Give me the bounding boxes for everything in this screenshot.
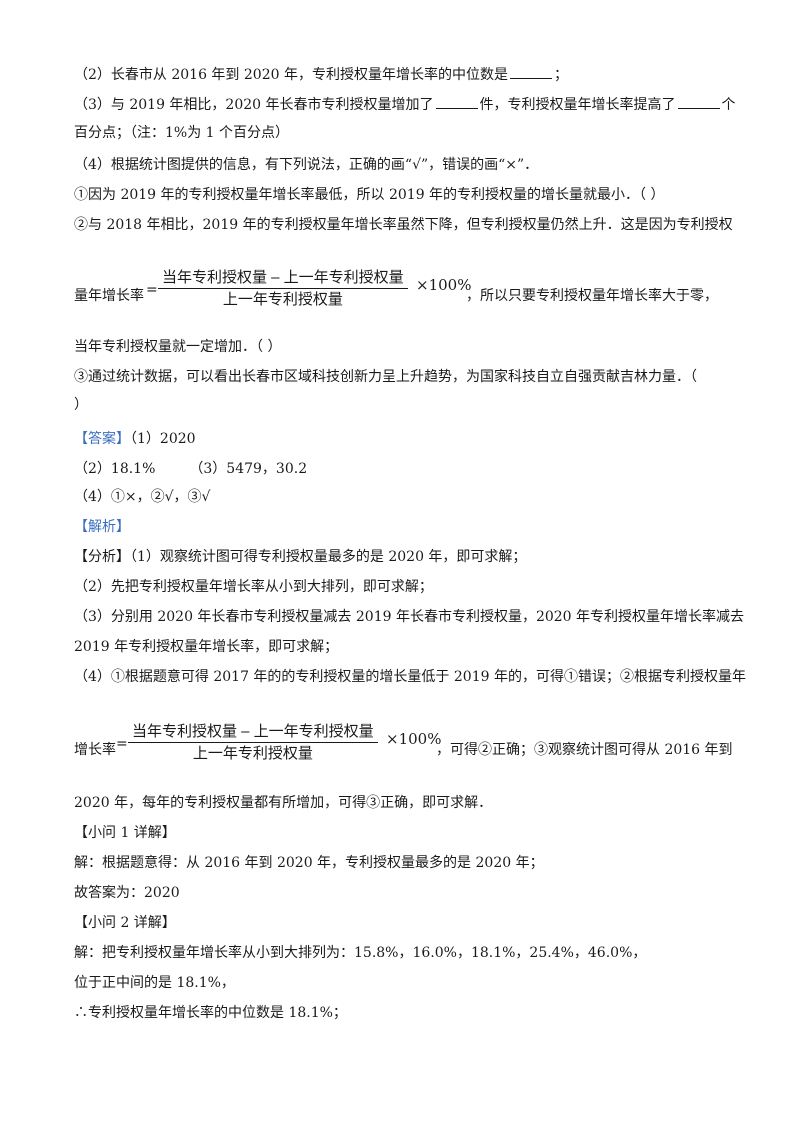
formula-tail: ，所以只要专利授权量年增长率大于零， bbox=[466, 288, 718, 304]
formula-equals: = bbox=[116, 736, 128, 752]
sub-1-line-1: 解：根据题意得：从 2016 年到 2020 年，专利授权量最多的是 2020 … bbox=[74, 855, 544, 871]
answer-2: （2）18.1% bbox=[74, 461, 156, 477]
formula-tail: ，可得②正确；③观察统计图可得从 2016 年到 bbox=[436, 742, 733, 758]
sub-2-line-1: 解：把专利授权量年增长率从小到大排列为：15.8%，16.0%，18.1%，25… bbox=[74, 945, 647, 961]
statement-1: ①因为 2019 年的专利授权量年增长率最低，所以 2019 年的专利授权量的增… bbox=[74, 187, 665, 203]
sub-2-tag: 【小问 2 详解】 bbox=[74, 915, 176, 931]
analysis-end: 2020 年，每年的专利授权量都有所增加，可得③正确，即可求解． bbox=[74, 795, 493, 811]
q3-end: 个 bbox=[721, 97, 736, 113]
formula-numerator: 当年专利授权量 – 上一年专利授权量 bbox=[158, 268, 408, 289]
answer-blank bbox=[509, 64, 552, 79]
formula-denominator: 上一年专利授权量 bbox=[192, 745, 313, 762]
formula-denominator: 上一年专利授权量 bbox=[222, 291, 343, 308]
sub-1-tag: 【小问 1 详解】 bbox=[74, 825, 176, 841]
answer-3: （3）5479，30.2 bbox=[189, 461, 308, 477]
answer-blank bbox=[677, 94, 720, 109]
formula-fraction: 当年专利授权量 – 上一年专利授权量 上一年专利授权量 bbox=[158, 268, 408, 311]
answer-tag: 【答案】 bbox=[74, 431, 130, 447]
q3-mid: 件，专利授权量年增长率提高了 bbox=[479, 97, 676, 113]
formula-times-100: ×100% bbox=[416, 276, 472, 294]
analysis-line-2: （2）先把专利授权量年增长率从小到大排列，即可求解； bbox=[74, 579, 433, 595]
answer-section: 【答案】（1）2020 bbox=[74, 430, 196, 448]
analysis-line-1: 【分析】（1）观察统计图可得专利授权量最多的是 2020 年，即可求解； bbox=[74, 549, 527, 565]
q2-suffix: ； bbox=[553, 67, 568, 83]
question-4-intro: （4）根据统计图提供的信息，有下列说法，正确的画“√”，错误的画“×”． bbox=[74, 157, 539, 173]
q2-prefix: （2）长春市从 2016 年到 2020 年，专利授权量年增长率的中位数是 bbox=[74, 67, 508, 83]
analysis-line-3: （3）分别用 2020 年长春市专利授权量减去 2019 年长春市专利授权量，2… bbox=[74, 609, 745, 625]
answer-1: （1）2020 bbox=[130, 431, 196, 447]
sub-2-line-3: ∴专利授权量年增长率的中位数是 18.1%； bbox=[74, 1005, 347, 1021]
formula-numerator: 当年专利授权量 – 上一年专利授权量 bbox=[128, 722, 378, 743]
formula-fraction: 当年专利授权量 – 上一年专利授权量 上一年专利授权量 bbox=[128, 722, 378, 765]
answer-2-3-row: （2）18.1% （3）5479，30.2 bbox=[74, 460, 307, 478]
sub-2-line-2: 位于正中间的是 18.1%， bbox=[74, 975, 235, 991]
answer-blank bbox=[435, 94, 478, 109]
statement-2-line1: ②与 2018 年相比，2019 年的专利授权量年增长率虽然下降，但专利授权量仍… bbox=[74, 217, 733, 233]
statement-2-line3: 当年专利授权量就一定增加．（ ） bbox=[74, 339, 282, 355]
formula-lhs: 量年增长率 bbox=[74, 288, 144, 304]
question-3-note: 百分点；（注：1%为 1 个百分点） bbox=[74, 125, 290, 141]
analysis-line-4: 2019 年专利授权量年增长率，即可求解； bbox=[74, 639, 339, 655]
statement-3-line1: ③通过统计数据，可以看出长春市区域科技创新力呈上升趋势，为国家科技自立自强贡献吉… bbox=[74, 369, 697, 385]
formula-lhs: 增长率 bbox=[74, 742, 116, 758]
analysis-tag: 【解析】 bbox=[74, 519, 130, 535]
analysis-line-5: （4）①根据题意可得 2017 年的的专利授权量的增长量低于 2019 年的，可… bbox=[74, 669, 746, 685]
statement-3-line2: ） bbox=[74, 397, 88, 413]
formula-times-100: ×100% bbox=[386, 730, 442, 748]
sub-1-line-2: 故答案为：2020 bbox=[74, 885, 180, 901]
q3-prefix: （3）与 2019 年相比，2020 年长春市专利授权量增加了 bbox=[74, 97, 434, 113]
question-3: （3）与 2019 年相比，2020 年长春市专利授权量增加了 件，专利授权量年增… bbox=[74, 94, 736, 114]
question-2: （2）长春市从 2016 年到 2020 年，专利授权量年增长率的中位数是 ； bbox=[74, 64, 568, 84]
answer-4: （4）①×，②√，③√ bbox=[74, 489, 211, 505]
formula-equals: = bbox=[146, 282, 158, 298]
